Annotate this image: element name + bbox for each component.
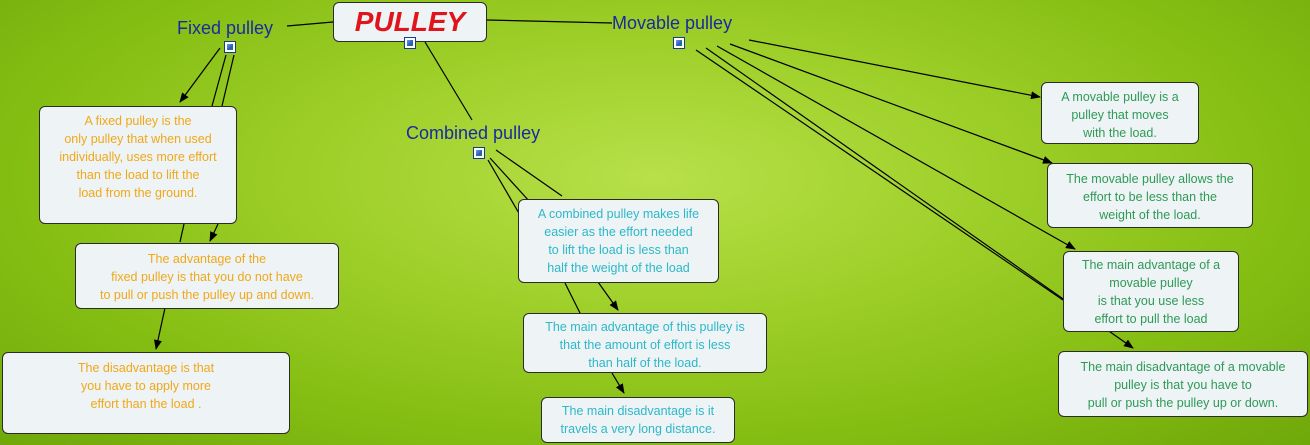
image-icon[interactable] — [673, 37, 685, 49]
movable-pulley-advantage: The main advantage of a movable pulley i… — [1063, 251, 1239, 332]
image-icon[interactable] — [473, 147, 485, 159]
fixed-pulley-disadvantage: The disadvantage is that you have to app… — [2, 352, 290, 434]
combined-pulley-definition: A combined pulley makes life easier as t… — [518, 199, 719, 283]
fixed-pulley-definition: A fixed pulley is the only pulley that w… — [39, 106, 237, 224]
concept-combined-pulley: Combined pulley — [406, 123, 541, 143]
combined-pulley-advantage: The main advantage of this pulley is tha… — [523, 313, 767, 373]
movable-pulley-disadvantage: The main disadvantage of a movable pulle… — [1058, 351, 1308, 417]
page-title: PULLEY — [333, 2, 487, 42]
combined-pulley-disadvantage: The main disadvantage is it travels a ve… — [541, 397, 735, 443]
image-icon[interactable] — [224, 41, 236, 53]
image-icon[interactable] — [404, 37, 416, 49]
concept-movable-pulley: Movable pulley — [612, 13, 733, 33]
fixed-pulley-advantage: The advantage of the fixed pulley is tha… — [75, 243, 339, 309]
movable-pulley-allows: The movable pulley allows the effort to … — [1047, 163, 1253, 228]
concept-fixed-pulley: Fixed pulley — [177, 18, 274, 38]
movable-pulley-definition: A movable pulley is a pulley that moves … — [1041, 82, 1199, 144]
